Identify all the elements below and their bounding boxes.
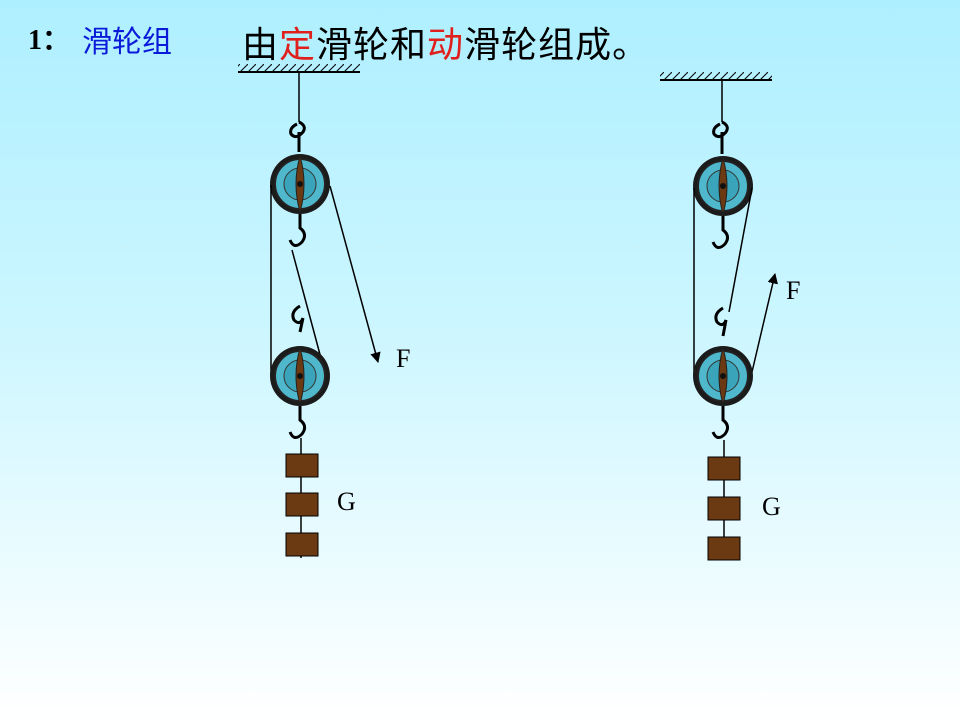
left-weight-block-3 xyxy=(285,532,319,557)
right-fixed-pulley xyxy=(692,155,754,217)
right-pulley-system: F G xyxy=(660,72,800,561)
left-weight-block-2 xyxy=(285,492,319,517)
fixed-highlight: 定 xyxy=(279,25,317,66)
left-movable-pulley-top-hook xyxy=(291,304,305,333)
left-movable-pulley xyxy=(269,345,331,407)
right-weight-block-1 xyxy=(707,456,741,481)
left-fixed-pulley-hook xyxy=(288,214,307,247)
left-weight-label: G xyxy=(337,487,356,516)
left-pulley-system: F G xyxy=(238,64,410,558)
right-movable-pulley-top-hook xyxy=(714,306,728,337)
sentence-part-3: 滑轮组成。 xyxy=(464,25,650,66)
section-topic: 滑轮组 xyxy=(82,25,172,60)
section-number: 1： xyxy=(28,25,71,56)
right-weight-block-3 xyxy=(707,536,741,561)
right-top-hook xyxy=(712,120,729,139)
movable-highlight: 动 xyxy=(427,25,465,66)
definition-sentence: 由定滑轮和动滑轮组成。 xyxy=(242,16,649,68)
left-ceiling xyxy=(238,64,360,73)
right-weight-label: G xyxy=(762,492,781,521)
right-force-label: F xyxy=(786,276,800,305)
left-force-label: F xyxy=(396,344,410,373)
right-ceiling xyxy=(660,72,772,81)
right-fixed-pulley-hook xyxy=(711,216,730,249)
left-top-hook xyxy=(289,120,306,139)
left-fixed-pulley xyxy=(269,153,331,215)
right-rope xyxy=(693,187,778,376)
right-movable-pulley-hook xyxy=(711,406,730,439)
left-weight-block-1 xyxy=(285,453,319,478)
right-movable-pulley xyxy=(692,345,754,407)
right-weight-block-2 xyxy=(707,496,741,521)
sentence-part-1: 由 xyxy=(242,25,280,66)
left-movable-pulley-hook xyxy=(288,406,307,439)
left-rope xyxy=(270,185,381,376)
sentence-part-2: 滑轮和 xyxy=(316,25,428,66)
